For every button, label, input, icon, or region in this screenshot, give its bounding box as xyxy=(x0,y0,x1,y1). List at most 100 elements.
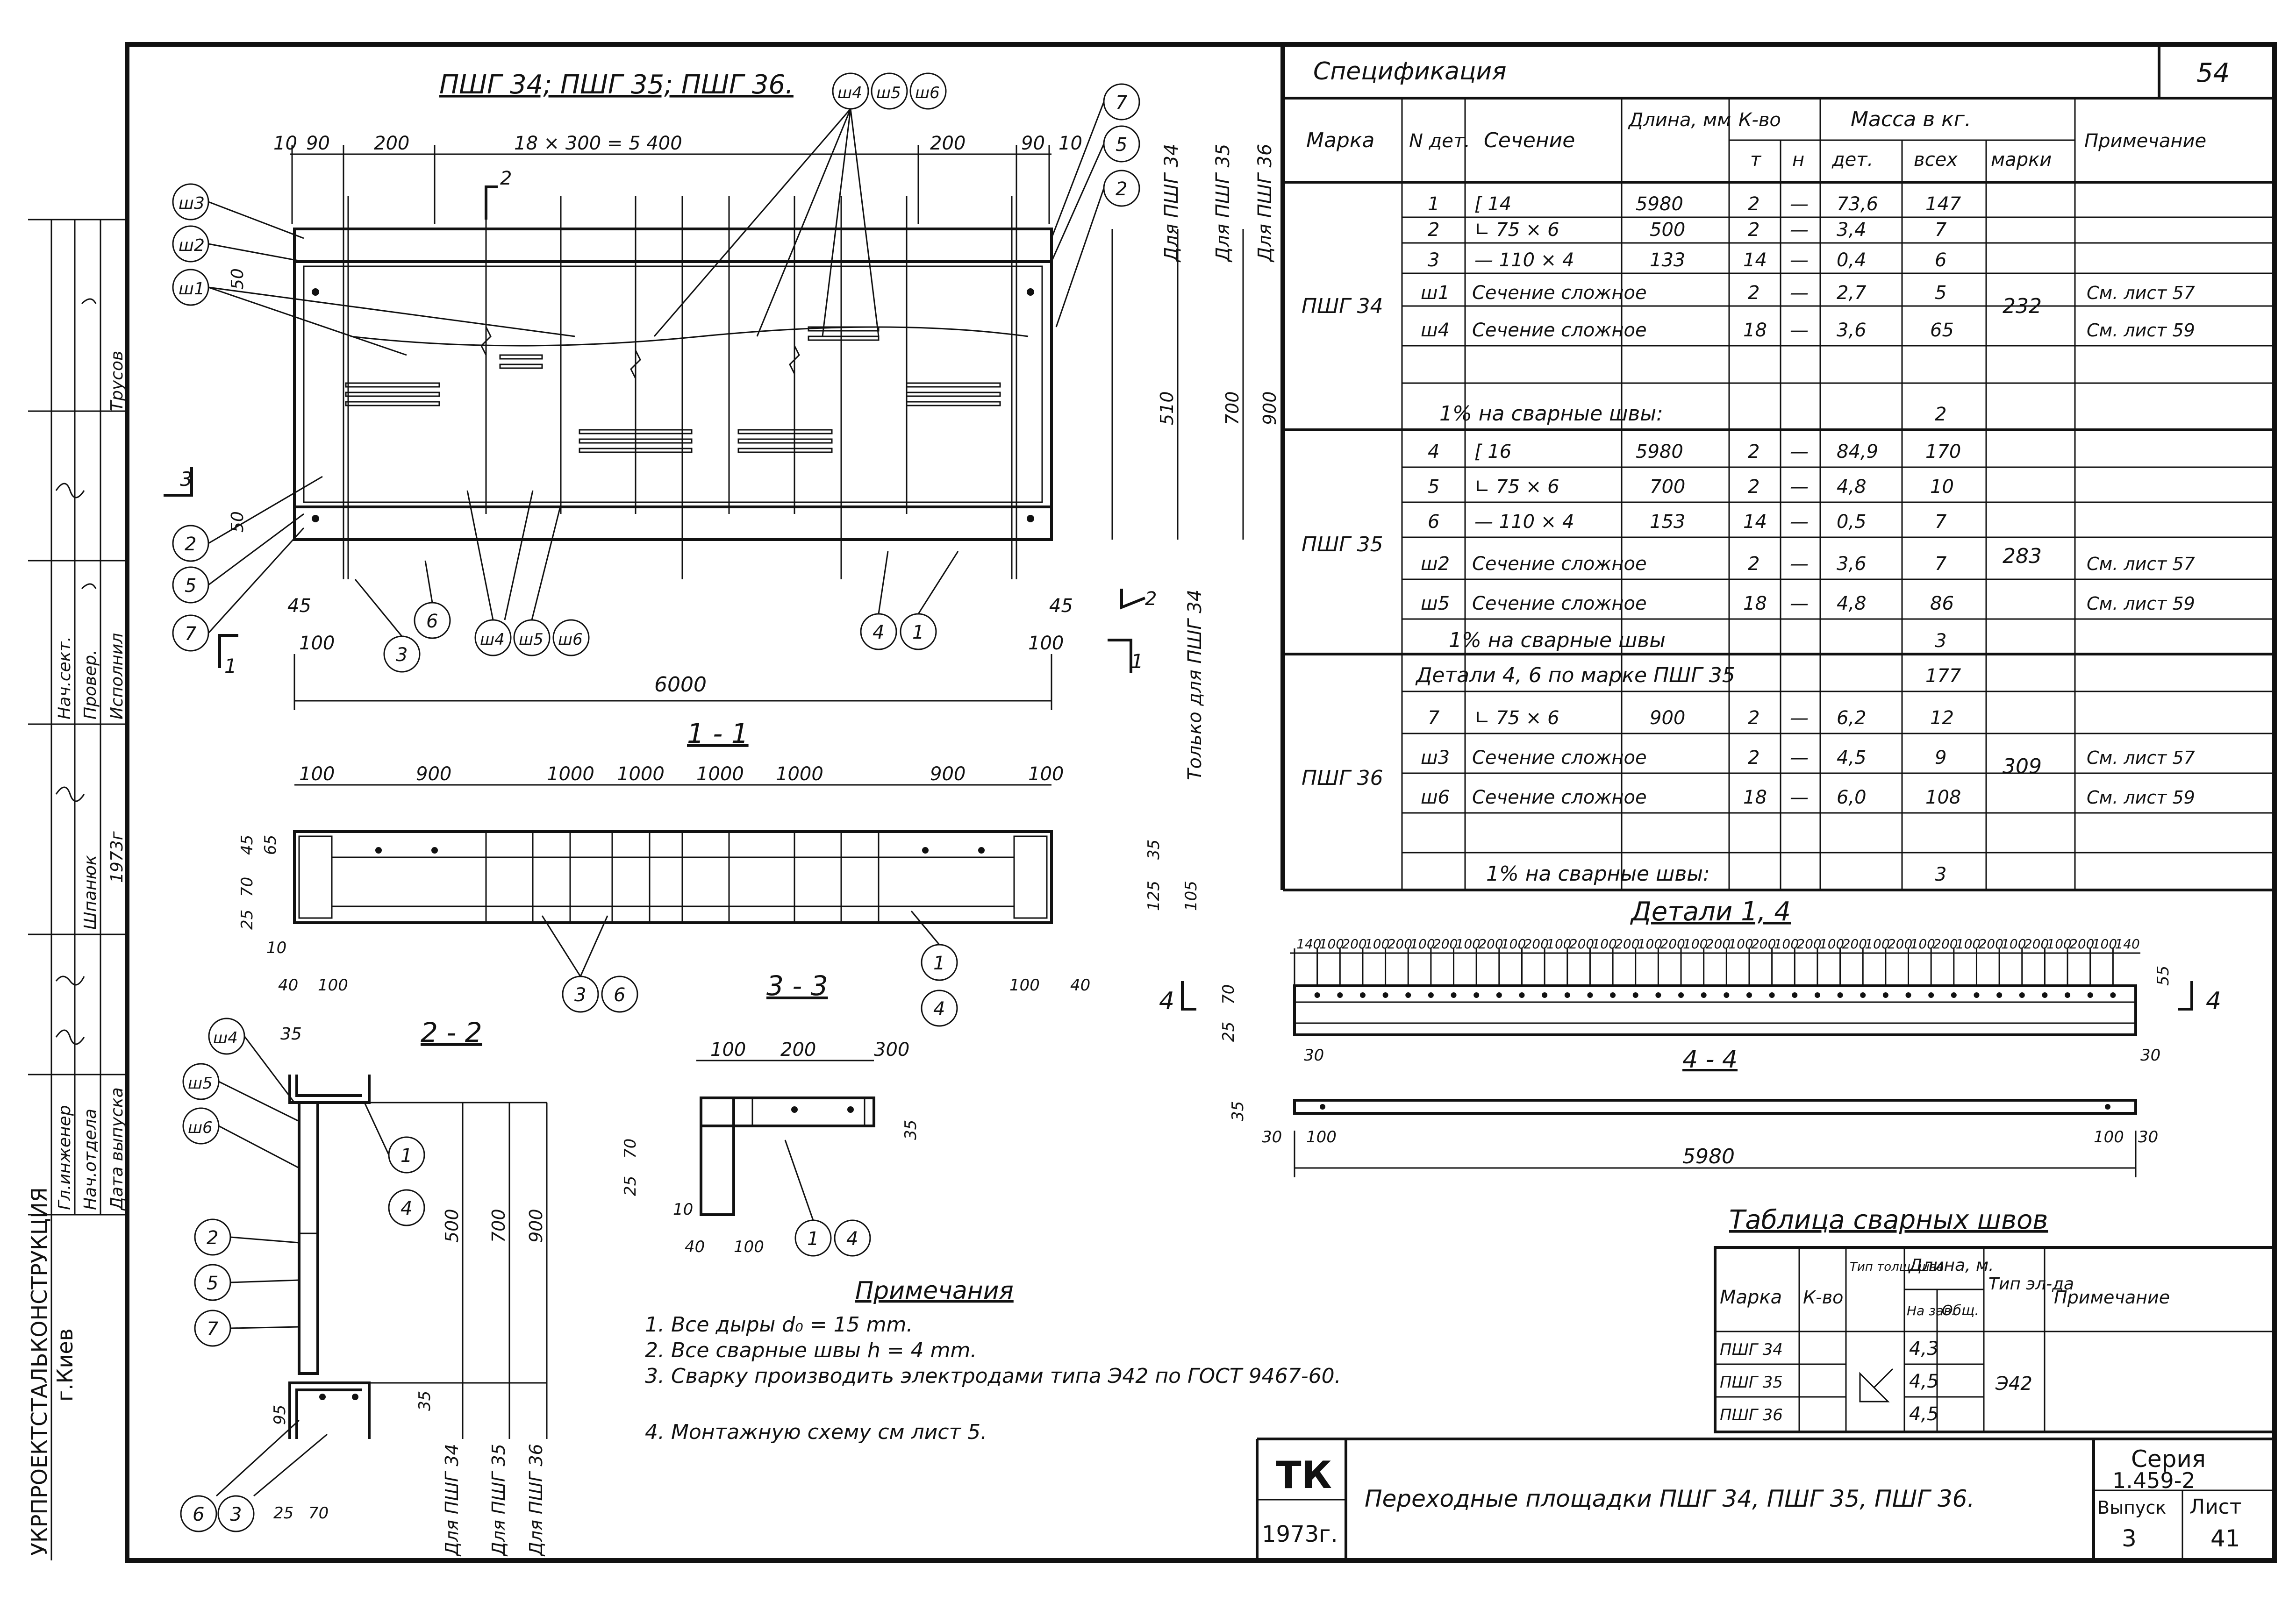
s22-note-pshg36: Для ПШГ 36 xyxy=(526,1444,546,1557)
spec-g3-r1-len: 900 xyxy=(1650,707,1685,729)
s11-right-35: 35 xyxy=(1144,840,1163,860)
spec-g1-r4-t: 2 xyxy=(1748,282,1760,304)
details-hole xyxy=(1564,992,1570,998)
spec-head-length: Длина, мм xyxy=(1628,109,1731,131)
details-side-25: 25 xyxy=(1219,1022,1238,1042)
spec-g2-r5-note: См. лист 59 xyxy=(2087,593,2195,614)
spec-head-mark: Марка xyxy=(1306,128,1374,152)
plan-dim-90-right: 90 xyxy=(1021,133,1045,154)
spec-g1-r4-h: — xyxy=(1790,282,1809,304)
weld-head-length: Длина, м. xyxy=(1908,1256,1994,1275)
s11-dim-100-b: 100 xyxy=(1028,763,1064,785)
title-block: ТК 1973г. Переходные площадки ПШГ 34, ПШ… xyxy=(1256,1438,2275,1560)
s22-callout-sh4: ш4 xyxy=(213,1029,238,1047)
spec-g1-r3-det: 0,4 xyxy=(1837,249,1867,271)
s22-dim-25: 25 xyxy=(273,1504,293,1523)
spec-g1-r2-len: 500 xyxy=(1650,219,1685,241)
spec-g3-r3-h: — xyxy=(1790,787,1809,808)
details-side-30-right: 30 xyxy=(2140,1046,2160,1065)
note-2: 2. Все сварные швы h = 4 mm. xyxy=(645,1339,977,1362)
spec-g1-r3-len: 133 xyxy=(1650,249,1685,271)
spec-g1-welds: 1% на сварные швы: xyxy=(1439,402,1663,426)
weld-row1-len: 4,3 xyxy=(1909,1338,1939,1360)
sect44-dim-30-right: 30 xyxy=(2138,1128,2158,1146)
callout-5-left: 5 xyxy=(185,575,196,597)
spec-g2-r5-h: — xyxy=(1790,593,1809,614)
section-2-2-title: 2 - 2 xyxy=(421,1017,482,1048)
notes-title: Примечания xyxy=(855,1277,1014,1305)
spec-g1-r4-det: 2,7 xyxy=(1837,282,1867,304)
s33-dim-10: 10 xyxy=(673,1200,693,1219)
callout-6-plan: 6 xyxy=(426,611,438,632)
weld-head-len-site: Общ. xyxy=(1942,1303,1979,1319)
details-hole xyxy=(1610,992,1616,998)
spec-g1-r5-det: 3,6 xyxy=(1837,320,1867,341)
spec-g2-r1-t: 2 xyxy=(1748,441,1760,463)
callout-1-plan: 1 xyxy=(912,622,924,643)
note-1: 1. Все дыры d₀ = 15 mm. xyxy=(645,1313,913,1337)
spec-g3-r3-t: 18 xyxy=(1743,787,1767,808)
spec-g1-r3-sec: — 110 × 4 xyxy=(1474,249,1574,271)
issue-label: Выпуск xyxy=(2097,1497,2166,1518)
spec-row-lines xyxy=(1402,216,2275,854)
spec-g2-r2-len: 700 xyxy=(1650,476,1685,498)
details-hole xyxy=(1951,992,1957,998)
callout-sh1: ш1 xyxy=(179,279,205,299)
s33-callout-4: 4 xyxy=(846,1228,858,1250)
spec-g3-r1-h: — xyxy=(1790,707,1809,729)
s11-callout-4: 4 xyxy=(933,998,945,1020)
spec-g2-r1-n: 4 xyxy=(1428,441,1439,463)
details-side-30-left: 30 xyxy=(1304,1046,1324,1065)
spec-g3-r1-sec: ∟ 75 × 6 xyxy=(1474,707,1559,729)
spec-g2-r2-sec: ∟ 75 × 6 xyxy=(1474,476,1559,498)
callout-2-right: 2 xyxy=(1116,178,1127,200)
s11-callout-6: 6 xyxy=(614,984,625,1006)
details-hole xyxy=(1905,992,1911,998)
callout-sh3: ш3 xyxy=(179,194,205,213)
spec-g1-r2-t: 2 xyxy=(1748,219,1760,241)
spec-g1-r2-h: — xyxy=(1790,219,1809,241)
details-hole xyxy=(1473,992,1480,998)
s22-callout-6: 6 xyxy=(193,1504,204,1525)
s11-left-25: 25 xyxy=(238,910,257,930)
spec-g2-r1-sec: [ 16 xyxy=(1474,441,1511,463)
details-hole xyxy=(1974,992,1980,998)
spec-g2-r5-sec: Сечение сложное xyxy=(1472,593,1647,614)
weld-head-mark: Марка xyxy=(1720,1287,1782,1308)
spec-g2-r5-det: 4,8 xyxy=(1837,593,1867,614)
issue-value: 3 xyxy=(2122,1525,2137,1552)
sheet-label: Лист xyxy=(2189,1495,2242,1519)
spec-g1-r1-n: 1 xyxy=(1428,193,1439,215)
s11-callout-3: 3 xyxy=(574,984,586,1006)
spec-head-mass-mark: марки xyxy=(1991,149,2052,171)
plan-note-pshg34: Для ПШГ 34 xyxy=(1161,144,1182,263)
signature-name-2: Трусов xyxy=(107,351,127,411)
spec-g1-r1-t: 2 xyxy=(1748,193,1760,215)
spec-g2-r4-det: 3,6 xyxy=(1837,553,1867,575)
spec-g2-r4-t: 2 xyxy=(1748,553,1760,575)
spec-g2-r5-t: 18 xyxy=(1743,593,1767,614)
spec-g2-r2-n: 5 xyxy=(1428,476,1439,498)
details-hole xyxy=(1996,992,2003,998)
spec-g2-r5-n: ш5 xyxy=(1421,593,1450,614)
spec-head-mass: Масса в кг. xyxy=(1851,107,1971,131)
series-code: 1.459-2 xyxy=(2112,1468,2196,1493)
weld-electrode: Э42 xyxy=(1995,1373,2032,1395)
section-1-1: 1 - 1 100 900 1000 1000 1000 1000 900 10… xyxy=(238,590,1206,1027)
details-dim-36: 140 xyxy=(2115,936,2139,952)
spec-g2-r3-sec: — 110 × 4 xyxy=(1474,511,1574,533)
callout-sh5-bottom: ш5 xyxy=(519,630,544,649)
spec-head-section: Сечение xyxy=(1484,128,1575,152)
spec-g2-mark: ПШГ 35 xyxy=(1302,533,1383,556)
callout-3-plan: 3 xyxy=(396,644,408,666)
s11-dim-1000-b: 1000 xyxy=(617,763,665,785)
plan-dim-510: 510 xyxy=(1157,391,1177,425)
spec-g2-r4-all: 7 xyxy=(1935,553,1947,575)
weld-table: Таблица сварных швов Марка К-во Тип толщ… xyxy=(1714,1205,2276,1433)
spec-g1-r1-h: — xyxy=(1790,193,1809,215)
fillet-weld-icon xyxy=(1859,1368,1894,1403)
spec-title: Спецификация xyxy=(1313,57,1507,85)
spec-head-note: Примечание xyxy=(2084,130,2206,152)
details-hole xyxy=(1587,992,1593,998)
details-title: Детали 1, 4 xyxy=(1630,897,1791,927)
